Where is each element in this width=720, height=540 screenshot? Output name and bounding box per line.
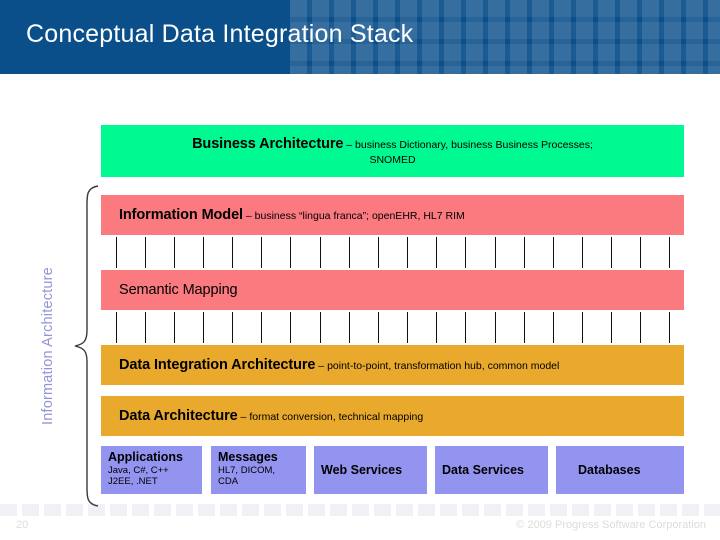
slide-footer: 20 © 2009 Progress Software Corporation: [0, 516, 720, 540]
connector-tick: [174, 312, 175, 343]
connector-tick: [582, 312, 583, 343]
layer-business-architecture-line2: SNOMED: [369, 154, 416, 167]
connector-tick: [553, 237, 554, 268]
connector-tick: [495, 237, 496, 268]
tech-box-web-services-title: Web Services: [321, 462, 403, 477]
connector-tick: [582, 237, 583, 268]
connector-tick: [640, 312, 641, 343]
slide-header-band: Conceptual Data Integration Stack: [0, 0, 720, 74]
layer-data-architecture: Data Architecture – format conversion, t…: [101, 396, 684, 436]
connector-tick: [116, 312, 117, 343]
layer-data-integration-architecture-subtitle: – point-to-point, transformation hub, co…: [315, 359, 560, 372]
connector-ticks-upper: [101, 235, 684, 270]
connector-tick: [407, 312, 408, 343]
connector-tick: [436, 237, 437, 268]
connector-tick: [436, 312, 437, 343]
tech-box-data-services-title: Data Services: [442, 462, 525, 477]
connector-tick: [524, 312, 525, 343]
connector-tick: [611, 312, 612, 343]
connector-tick: [349, 237, 350, 268]
connector-tick: [145, 237, 146, 268]
layer-information-model: Information Model – business “lingua fra…: [101, 195, 684, 235]
layer-business-architecture-title: Business Architecture: [192, 136, 344, 153]
connector-tick: [203, 237, 204, 268]
layer-business-architecture-subtitle: – business Dictionary, business Business…: [343, 139, 593, 152]
tech-box-applications: Applications Java, C#, C++ J2EE, .NET: [101, 446, 202, 494]
connector-tick: [465, 312, 466, 343]
connector-ticks-lower: [101, 310, 684, 345]
connector-tick: [261, 237, 262, 268]
connector-tick: [465, 237, 466, 268]
connector-tick: [611, 237, 612, 268]
connector-tick: [669, 312, 670, 343]
layer-data-integration-architecture: Data Integration Architecture – point-to…: [101, 345, 684, 385]
tech-box-messages-sub1: HL7, DICOM,: [218, 464, 276, 476]
connector-tick: [203, 312, 204, 343]
connector-tick: [320, 237, 321, 268]
connector-tick: [320, 312, 321, 343]
tech-box-messages-sub2: CDA: [218, 476, 239, 488]
curly-brace-icon: [74, 185, 99, 507]
connector-tick: [640, 237, 641, 268]
connector-tick: [290, 312, 291, 343]
layer-data-integration-architecture-title: Data Integration Architecture: [119, 356, 316, 373]
footer-checker-pattern: [0, 504, 720, 516]
connector-tick: [116, 237, 117, 268]
connector-tick: [669, 237, 670, 268]
connector-tick: [261, 312, 262, 343]
tech-box-messages: Messages HL7, DICOM, CDA: [211, 446, 306, 494]
tech-box-messages-title: Messages: [218, 450, 278, 464]
tech-box-applications-sub2: J2EE, .NET: [108, 476, 158, 488]
tech-box-databases: Databases: [556, 446, 684, 494]
layer-business-architecture: Business Architecture – business Diction…: [101, 125, 684, 177]
tech-box-data-services: Data Services: [435, 446, 548, 494]
page-title: Conceptual Data Integration Stack: [26, 20, 414, 48]
layer-business-architecture-line1: Business Architecture – business Diction…: [101, 135, 684, 154]
layer-semantic-mapping: Semantic Mapping: [101, 270, 684, 310]
connector-tick: [407, 237, 408, 268]
layer-information-model-line: Information Model – business “lingua fra…: [101, 206, 684, 225]
conceptual-stack-diagram: Information Architecture Business Archit…: [0, 74, 720, 507]
connector-tick: [495, 312, 496, 343]
layer-data-architecture-subtitle: – format conversion, technical mapping: [237, 410, 424, 423]
tech-box-applications-sub1: Java, C#, C++: [108, 464, 169, 476]
layer-data-integration-architecture-line: Data Integration Architecture – point-to…: [101, 356, 684, 375]
layer-semantic-mapping-line: Semantic Mapping: [101, 281, 684, 300]
connector-tick: [232, 312, 233, 343]
layer-information-model-subtitle: – business “lingua franca”; openEHR, HL7…: [242, 209, 465, 222]
copyright-notice: © 2009 Progress Software Corporation: [516, 519, 706, 531]
slide-number: 20: [16, 519, 29, 531]
tech-box-databases-title: Databases: [578, 462, 641, 477]
technology-boxes-row: Applications Java, C#, C++ J2EE, .NET Me…: [101, 446, 684, 494]
connector-tick: [524, 237, 525, 268]
connector-tick: [349, 312, 350, 343]
layer-data-architecture-line: Data Architecture – format conversion, t…: [101, 407, 684, 426]
layer-data-architecture-title: Data Architecture: [119, 407, 238, 424]
connector-tick: [232, 237, 233, 268]
connector-tick: [378, 312, 379, 343]
connector-tick: [553, 312, 554, 343]
connector-tick: [174, 237, 175, 268]
connector-tick: [290, 237, 291, 268]
connector-tick: [378, 237, 379, 268]
header-checker-pattern: [290, 0, 720, 74]
tech-box-web-services: Web Services: [314, 446, 427, 494]
tech-box-applications-title: Applications: [108, 450, 184, 464]
layer-semantic-mapping-title: Semantic Mapping: [119, 281, 238, 298]
connector-tick: [145, 312, 146, 343]
information-architecture-label: Information Architecture: [40, 267, 56, 425]
layer-information-model-title: Information Model: [119, 206, 243, 223]
